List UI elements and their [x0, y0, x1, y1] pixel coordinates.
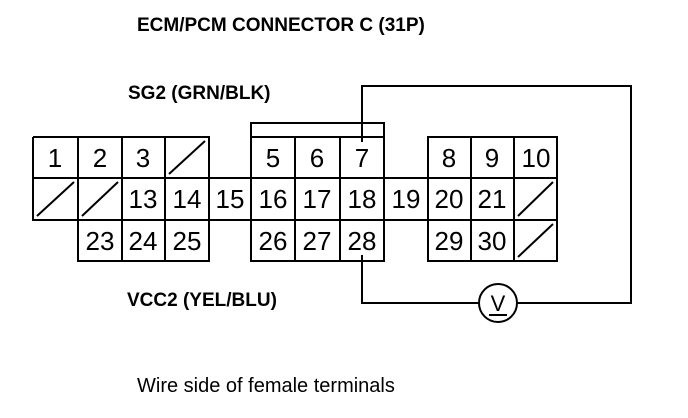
diagram-title: ECM/PCM CONNECTOR C (31P): [137, 15, 425, 36]
pin-24: 24: [129, 226, 158, 256]
pin-10: 10: [522, 143, 551, 173]
connector-grid: [33, 137, 557, 261]
pins-row-3: 23 24 25 26 27 28 29 30: [86, 226, 507, 256]
pin-9: 9: [485, 143, 499, 173]
pin-15: 15: [216, 184, 245, 214]
pin-7: 7: [355, 143, 369, 173]
pin-21: 21: [478, 184, 507, 214]
empty-cavity-r2c2: [81, 181, 119, 217]
pin-28: 28: [348, 226, 377, 256]
vcc2-label: VCC2 (YEL/BLU): [127, 290, 277, 311]
pin-27: 27: [303, 226, 332, 256]
empty-cavity-r2c1: [36, 181, 75, 217]
pin-14: 14: [173, 184, 202, 214]
pin-17: 17: [303, 184, 332, 214]
pin-6: 6: [310, 143, 324, 173]
pin-16: 16: [259, 184, 288, 214]
voltmeter-icon: V: [478, 283, 518, 323]
pin-30: 30: [478, 226, 507, 256]
pin-25: 25: [173, 226, 202, 256]
pin-3: 3: [136, 143, 150, 173]
test-lead-wire: [361, 85, 632, 304]
voltmeter-symbol: V: [491, 291, 506, 316]
caption: Wire side of female terminals: [137, 375, 395, 397]
pin-26: 26: [259, 226, 288, 256]
empty-cavity-r1c4: [168, 140, 206, 175]
pins-row-1: 1 2 3 5 6 7 8 9 10: [48, 143, 551, 173]
pin-8: 8: [442, 143, 456, 173]
pin-19: 19: [392, 184, 421, 214]
pin-13: 13: [129, 184, 158, 214]
pin-18: 18: [348, 184, 377, 214]
sg2-label: SG2 (GRN/BLK): [128, 83, 271, 104]
pin-1: 1: [48, 143, 62, 173]
pin-20: 20: [435, 184, 464, 214]
empty-cavity-slashes: [36, 140, 554, 258]
pin-23: 23: [86, 226, 115, 256]
pin-29: 29: [435, 226, 464, 256]
empty-cavity-r3c12: [517, 223, 554, 258]
pin-2: 2: [93, 143, 107, 173]
pin-5: 5: [266, 143, 280, 173]
pins-row-2: 13 14 15 16 17 18 19 20 21: [129, 184, 507, 214]
empty-cavity-r2c12: [517, 181, 554, 217]
